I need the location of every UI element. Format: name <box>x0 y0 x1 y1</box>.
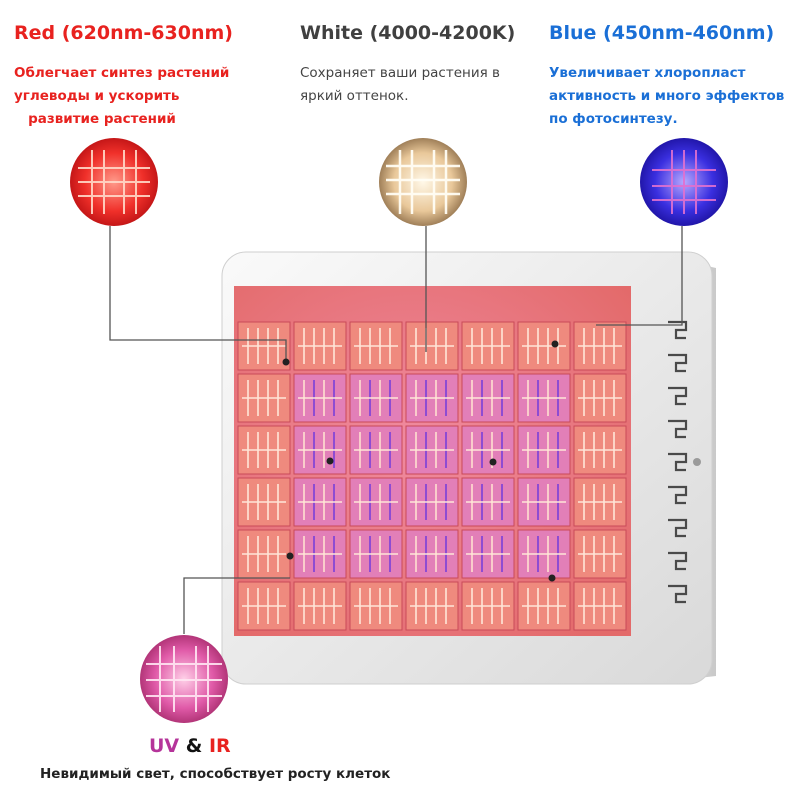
red-desc-line-2: углеводы и ускорить <box>14 88 180 104</box>
white-lens-zoom <box>379 138 467 226</box>
callout-lines <box>109 226 683 634</box>
blue-desc-line-3: по фотосинтезу. <box>549 111 678 127</box>
white-spectrum-title: White (4000-4200K) <box>300 22 516 44</box>
red-spectrum-title: Red (620nm-630nm) <box>14 22 233 44</box>
led-panel <box>221 251 716 685</box>
vent-slot <box>668 386 688 406</box>
vent-slot <box>668 452 688 472</box>
blue-desc-line-1: Увеличивает хлоропласт <box>549 65 746 81</box>
uv-label: UV <box>149 735 180 757</box>
uvir-callout-dot <box>286 552 294 560</box>
white-desc-line-1: Сохраняет ваши растения в <box>300 65 500 81</box>
ir-label: IR <box>208 735 231 757</box>
vent-slot <box>668 419 688 439</box>
uvir-callout-line <box>183 577 290 634</box>
white-spectrum-description: Сохраняет ваши растения в яркий оттенок. <box>300 62 500 108</box>
red-spectrum-description: Облегчает синтез растений углеводы и уск… <box>14 62 229 131</box>
vent-slot <box>668 584 688 604</box>
vent-slot <box>668 485 688 505</box>
red-callout-line <box>109 226 287 362</box>
blue-desc-line-2: активность и много эффектов <box>549 88 785 104</box>
blue-callout-line <box>596 226 683 326</box>
panel-led-cells <box>237 321 627 631</box>
vent-slot <box>668 353 688 373</box>
panel-dot <box>326 457 334 465</box>
panel-screw <box>693 458 701 466</box>
panel-dot <box>548 574 556 582</box>
red-desc-line-1: Облегчает синтез растений <box>14 65 230 81</box>
vent-slot <box>668 320 688 340</box>
uvir-title: UV & IR <box>149 735 231 757</box>
panel-dot <box>489 458 497 466</box>
uvir-lens-zoom <box>140 635 228 723</box>
vent-slot <box>668 518 688 538</box>
blue-lens-zoom <box>640 138 728 226</box>
red-lens-zoom <box>70 138 158 226</box>
panel-vents <box>668 320 688 604</box>
blue-spectrum-title: Blue (450nm-460nm) <box>549 22 775 44</box>
red-callout-dot <box>282 358 290 366</box>
red-desc-line-3: развитие растений <box>14 111 176 127</box>
vent-slot <box>668 551 688 571</box>
uvir-description: Невидимый свет, способствует росту клето… <box>40 766 391 782</box>
ampersand: & <box>179 735 209 757</box>
panel-dot <box>551 340 559 348</box>
blue-spectrum-description: Увеличивает хлоропласт активность и мног… <box>549 62 784 131</box>
white-desc-line-2: яркий оттенок. <box>300 88 409 104</box>
